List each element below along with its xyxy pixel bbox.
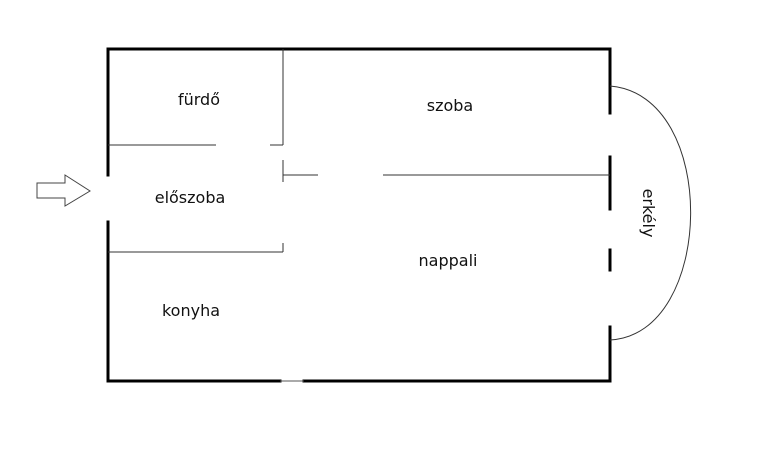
- room-label-room: szoba: [427, 96, 473, 115]
- room-label-living: nappali: [419, 251, 478, 270]
- room-label-bathroom: fürdő: [178, 90, 220, 109]
- room-label-hall: előszoba: [155, 188, 226, 207]
- room-label-kitchen: konyha: [162, 301, 220, 320]
- entrance-arrow-icon: [36, 174, 91, 207]
- balcony-arc: [609, 85, 692, 341]
- room-label-balcony: erkély: [639, 189, 658, 238]
- interior-walls: [108, 49, 610, 253]
- outer-walls: [106, 47, 612, 383]
